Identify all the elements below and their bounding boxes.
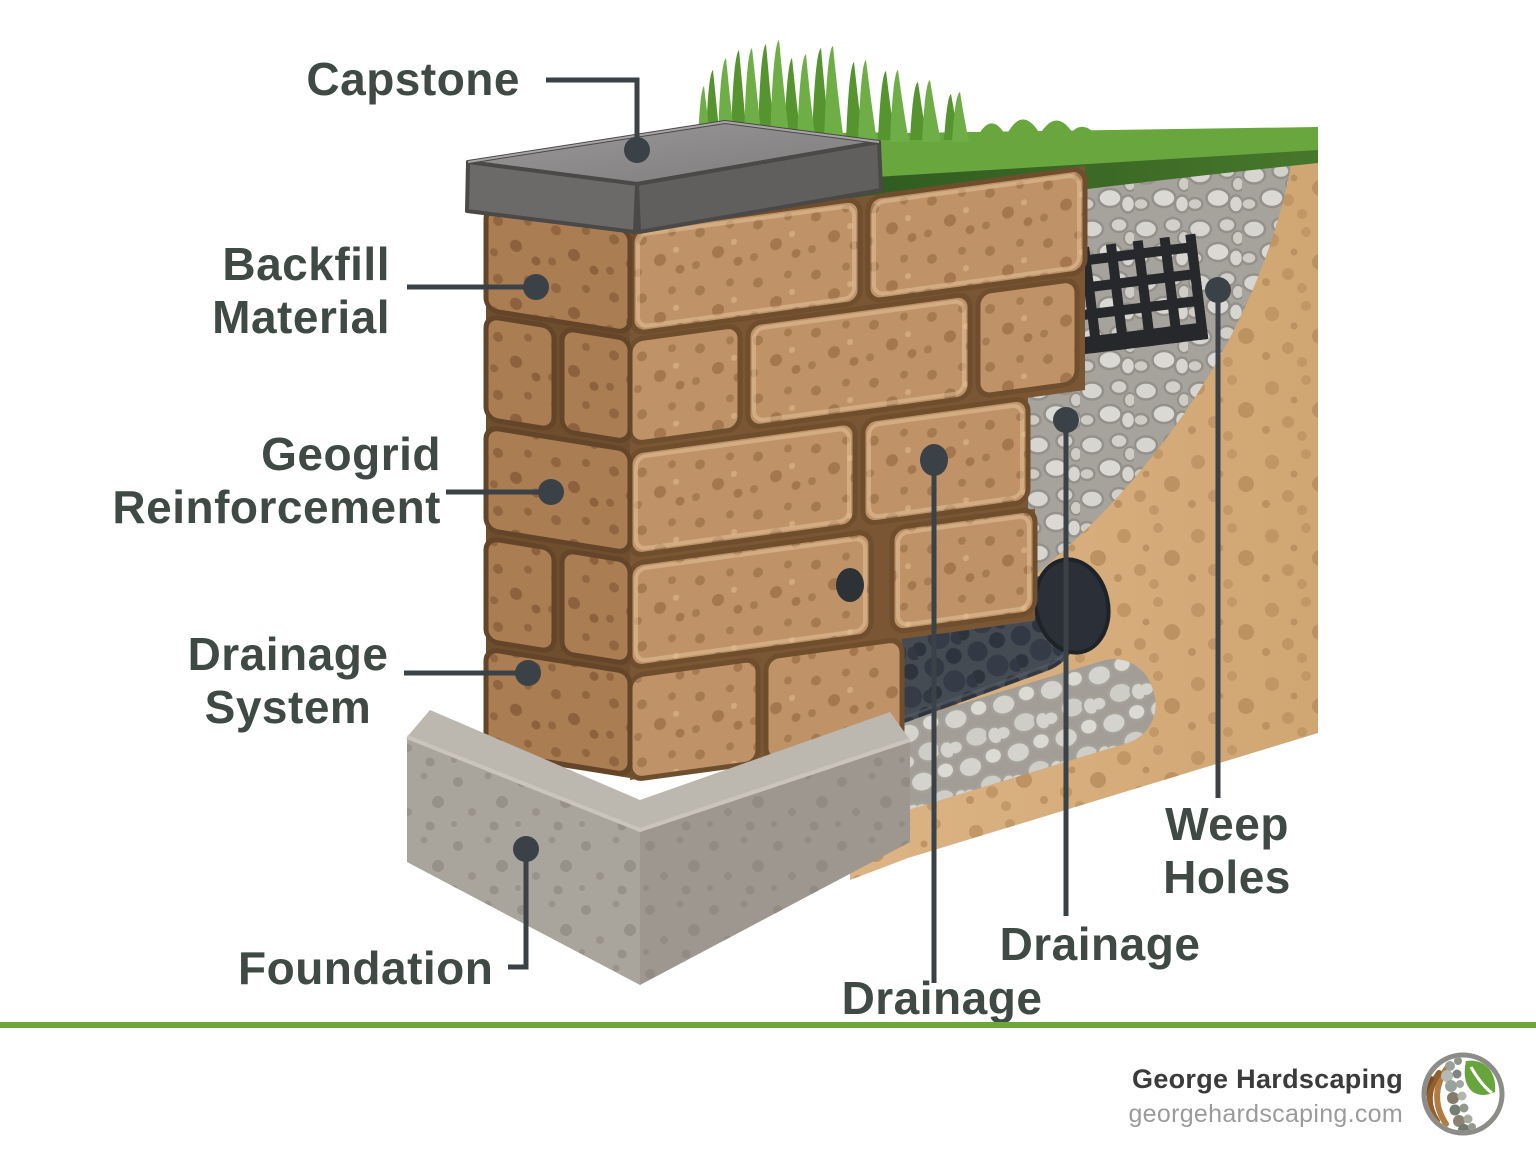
label-weep-holes-line2: Holes: [1163, 851, 1291, 904]
label-drainage-mid: Drainage: [990, 918, 1210, 971]
logo-pebbles: [1441, 1057, 1476, 1131]
label-geogrid-reinforcement: Geogrid Reinforcement: [112, 428, 441, 535]
brand-name: George Hardscaping: [1132, 1064, 1403, 1094]
grass-blades-front: [698, 40, 969, 142]
grass-scallops: [975, 119, 1094, 150]
capstone-illustration: [465, 120, 883, 234]
leader-foundation: [508, 852, 529, 970]
grass-blades-back: [706, 44, 959, 140]
divider-line: [0, 1022, 1536, 1028]
label-foundation: Foundation: [238, 942, 493, 995]
label-drainage-system-line1: Drainage: [187, 628, 389, 680]
pipe-opening: [1033, 557, 1111, 655]
brand-logo-icon: [1421, 1052, 1505, 1136]
label-weep-holes: Weep Holes: [1117, 798, 1337, 905]
label-backfill-material: Backfill Material: [212, 238, 390, 345]
label-drainage-bottom: Drainage: [832, 972, 1052, 1025]
label-drainage-bottom-text: Drainage: [841, 972, 1043, 1024]
brand-website: georgehardscaping.com: [1128, 1100, 1403, 1128]
label-drainage-system-line2: System: [204, 681, 372, 734]
leader-capstone: [546, 77, 640, 146]
leader-dots: [513, 137, 1231, 862]
label-backfill-line2: Material: [212, 291, 390, 344]
label-weep-holes-line1: Weep: [1165, 798, 1289, 850]
gravel-bed: [834, 659, 1156, 818]
brick-wall: [483, 165, 1088, 781]
label-drainage-mid-text: Drainage: [999, 918, 1201, 970]
label-geogrid-line2: Reinforcement: [112, 481, 441, 534]
label-foundation-text: Foundation: [238, 942, 494, 994]
label-geogrid-line1: Geogrid: [261, 428, 441, 480]
label-drainage-system: Drainage System: [178, 628, 398, 735]
label-capstone-text: Capstone: [306, 53, 520, 105]
label-backfill-line1: Backfill: [222, 238, 390, 290]
leader-lines: [404, 77, 1221, 983]
label-capstone: Capstone: [306, 53, 520, 106]
weep-hole: [836, 568, 864, 602]
